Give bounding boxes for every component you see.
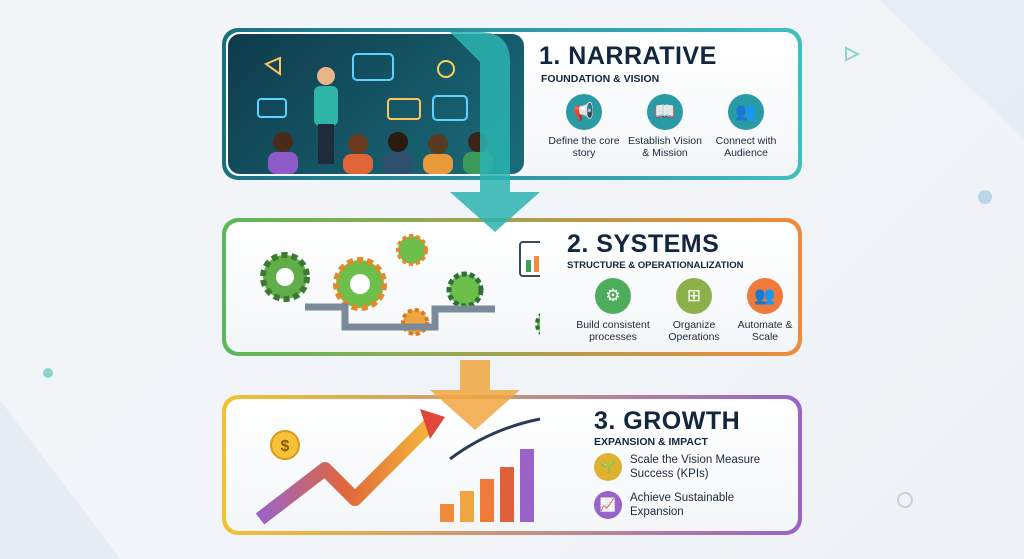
step-title: 3. GROWTH — [594, 407, 741, 435]
feature-connect-audience: 👥 Connect with Audience — [706, 94, 786, 159]
feature-label: Achieve Sustainable Expansion — [630, 492, 735, 518]
gears-icon: ⚙ — [595, 278, 631, 314]
step-title: 1. NARRATIVE — [539, 42, 717, 70]
feature-sustainable-expansion: 📈 Achieve Sustainable Expansion — [594, 491, 740, 519]
feature-label: Organize Operations — [668, 319, 720, 343]
feature-scale-vision: 🌱 Scale the Vision Measure Success (KPIs) — [594, 453, 780, 481]
step-title: 2. SYSTEMS — [567, 230, 720, 258]
feature-vision-mission: 📖 Establish Vision & Mission — [625, 94, 705, 159]
team-icon: 👥 — [747, 278, 783, 314]
feature-label: Define the core story — [548, 135, 620, 159]
presenter-scene-icon — [257, 53, 493, 174]
feature-define-story: 📢 Define the core story — [544, 94, 624, 159]
step-subtitle: FOUNDATION & VISION — [541, 73, 660, 85]
feature-automate-scale: 👥 Automate & Scale — [725, 278, 805, 343]
gears-pipeline-illustration — [260, 234, 540, 336]
bar-chart-icon: 📈 — [594, 491, 622, 519]
presenter-illustration — [228, 34, 524, 174]
people-icon: 👥 — [728, 94, 764, 130]
feature-label: Automate & Scale — [737, 319, 793, 343]
step-subtitle: STRUCTURE & OPERATIONALIZATION — [567, 260, 744, 271]
megaphone-icon: 📢 — [566, 94, 602, 130]
step-narrative-card: 1. NARRATIVE FOUNDATION & VISION 📢 Define… — [222, 28, 802, 180]
step-systems-card: 2. SYSTEMS STRUCTURE & OPERATIONALIZATIO… — [222, 218, 802, 356]
step-subtitle: EXPANSION & IMPACT — [594, 436, 708, 448]
feature-organize-operations: ⊞ Organize Operations — [654, 278, 734, 343]
feature-build-processes: ⚙ Build consistent processes — [570, 278, 656, 343]
growth-illustration: $ — [255, 409, 541, 525]
feature-label: Scale the Vision Measure Success (KPIs) — [630, 454, 761, 480]
feature-label: Build consistent processes — [576, 319, 650, 343]
feature-label: Establish Vision & Mission — [628, 135, 702, 159]
flowchart-icon: ⊞ — [676, 278, 712, 314]
feature-label: Connect with Audience — [715, 135, 777, 159]
growth-plant-icon: 🌱 — [594, 453, 622, 481]
book-icon: 📖 — [647, 94, 683, 130]
dollar-icon: $ — [281, 438, 290, 455]
step-growth-card: $ 3. GROWTH EXPANSION & IMPACT 🌱 Scale th… — [222, 395, 802, 535]
